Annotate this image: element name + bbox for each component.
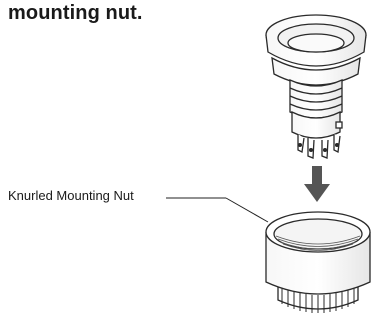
callout-leader-line xyxy=(166,197,269,223)
caption-text: mounting nut. xyxy=(8,2,143,24)
knurled-nut-callout-label: Knurled Mounting Nut xyxy=(8,188,134,203)
knurled-mounting-nut xyxy=(265,211,371,313)
push-button-switch xyxy=(265,14,367,159)
down-arrow-icon xyxy=(304,166,330,202)
